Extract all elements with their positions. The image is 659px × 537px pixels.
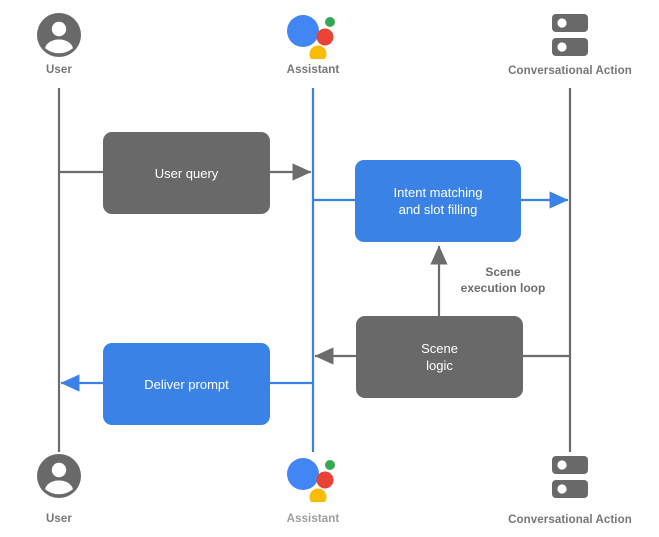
- actor-label-user-bottom: User: [46, 513, 72, 525]
- annotation-scene-execution-loop-line2: execution loop: [460, 281, 546, 295]
- server-icon: [544, 453, 596, 508]
- google-assistant-icon: [285, 9, 341, 64]
- actor-label-user-top: User: [46, 64, 72, 76]
- node-user-query-label: User query: [154, 165, 219, 181]
- actor-label-conversational-action-top: Conversational Action: [508, 65, 632, 77]
- node-user-query[interactable]: User query: [103, 132, 270, 214]
- actor-label-assistant-bottom: Assistant: [286, 513, 340, 525]
- google-assistant-icon: [285, 452, 341, 507]
- user-avatar-icon: [36, 453, 82, 504]
- actor-label-assistant-top: Assistant: [286, 64, 340, 76]
- node-deliver-prompt-label: Deliver prompt: [144, 376, 229, 392]
- annotation-scene-execution-loop: Scene execution loop: [461, 264, 546, 296]
- user-avatar-icon: [36, 12, 82, 63]
- annotation-scene-execution-loop-line1: Scene: [485, 265, 521, 279]
- server-icon: [544, 11, 596, 66]
- node-deliver-prompt[interactable]: Deliver prompt: [103, 343, 270, 425]
- actor-label-conversational-action-bottom: Conversational Action: [508, 514, 632, 526]
